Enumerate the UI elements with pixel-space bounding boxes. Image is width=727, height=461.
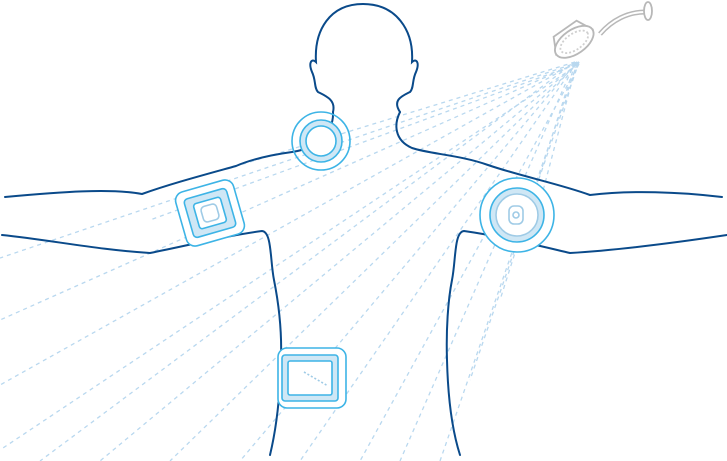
- spray-line: [0, 61, 578, 386]
- arm-patch-right-icon: [479, 177, 555, 253]
- spray-line: [499, 63, 576, 301]
- spray-line: [399, 61, 576, 461]
- neck-patch-icon: [291, 111, 351, 171]
- arm-patch-left-icon: [174, 179, 246, 247]
- spray-line: [0, 63, 576, 321]
- shower-head-icon: [552, 1, 653, 59]
- spray-line: [299, 61, 578, 461]
- spray-line: [239, 61, 576, 166]
- torso-patch-icon: [277, 347, 347, 409]
- spray-line: [439, 63, 578, 461]
- right-shoulder-arm-top: [395, 111, 723, 198]
- spray-line: [169, 61, 580, 461]
- left-shoulder-arm-top: [4, 111, 335, 198]
- right-arm-bottom-torso: [445, 229, 727, 456]
- spray-line: [0, 61, 580, 259]
- spray-line: [0, 63, 580, 451]
- head-outline: [309, 2, 419, 113]
- spray-line: [359, 63, 580, 461]
